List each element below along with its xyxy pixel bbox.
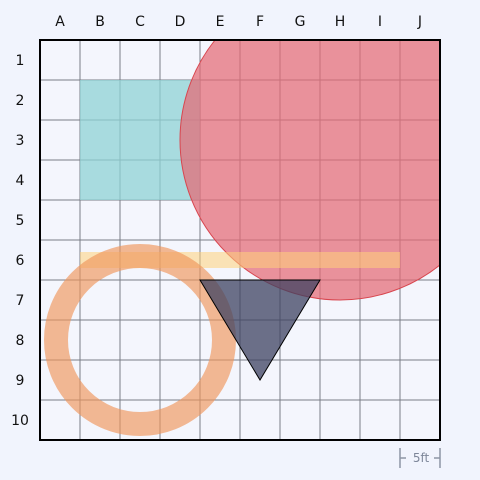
column-label: B	[95, 14, 105, 30]
column-label: F	[256, 14, 264, 30]
row-label: 2	[16, 93, 25, 109]
row-label: 5	[16, 213, 25, 229]
scale-label: 5ft	[413, 451, 430, 465]
row-label: 1	[16, 53, 25, 69]
column-label: G	[295, 14, 306, 30]
ring-template[interactable]	[44, 244, 236, 436]
grid-border	[39, 39, 441, 441]
column-label: J	[417, 14, 422, 30]
column-label: D	[175, 14, 186, 30]
column-label: H	[335, 14, 346, 30]
row-label: 4	[16, 173, 25, 189]
column-label: C	[135, 14, 145, 30]
row-label: 9	[16, 373, 25, 389]
row-label: 8	[16, 333, 25, 349]
row-label: 6	[16, 253, 25, 269]
row-label: 10	[11, 413, 29, 429]
column-label: E	[216, 14, 225, 30]
triangle-template[interactable]	[199, 279, 321, 381]
row-label: 7	[16, 293, 25, 309]
scale-bracket	[399, 448, 441, 468]
column-label: A	[55, 14, 65, 30]
row-labels: 1 2 3 4 5 6 7 8 9 10	[11, 53, 29, 429]
row-label: 3	[16, 133, 25, 149]
circle-template-red[interactable]	[179, 0, 480, 301]
column-label: I	[378, 14, 382, 30]
area-templates[interactable]	[44, 0, 480, 436]
column-labels: A B C D E F G H I J	[55, 14, 422, 30]
scale-indicator: 5ft	[399, 448, 441, 468]
